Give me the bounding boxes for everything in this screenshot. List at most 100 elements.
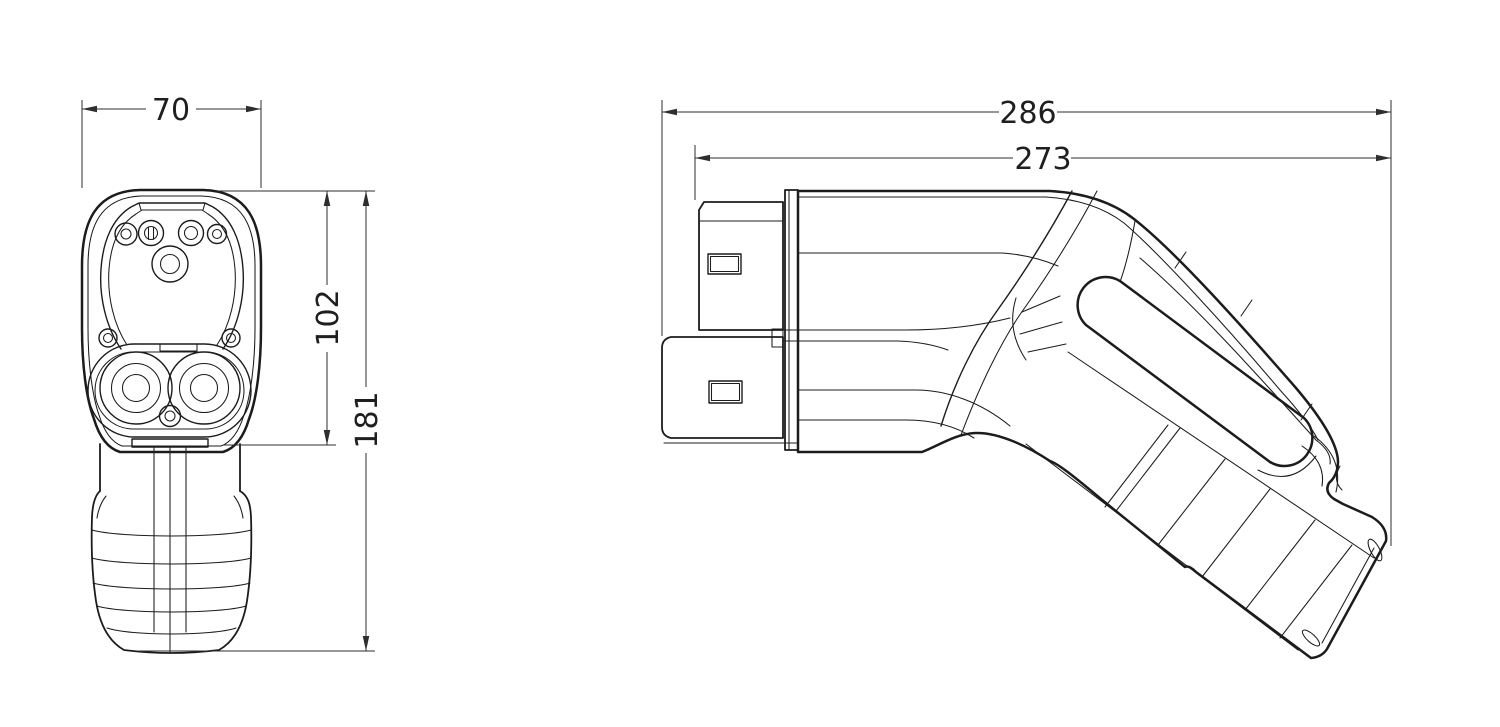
oval-outer xyxy=(99,202,245,350)
pin-circle xyxy=(178,362,230,414)
body-top-inner-line xyxy=(797,196,1319,441)
extension-line xyxy=(81,100,262,188)
rib-line xyxy=(106,627,237,635)
bottom-bar xyxy=(131,438,209,448)
nose-upper-tip xyxy=(698,201,784,331)
handle-opening xyxy=(1076,251,1339,493)
rib-line xyxy=(1115,427,1181,512)
pin-key-slot xyxy=(147,226,155,241)
signal-pins xyxy=(114,219,228,247)
pin-circle xyxy=(167,351,241,425)
body-silhouette xyxy=(796,189,1388,660)
screw-circle xyxy=(225,332,237,344)
blend-arc xyxy=(1012,297,1027,361)
grip-outline xyxy=(90,490,253,654)
arrowhead xyxy=(246,105,261,113)
latch-window-inner xyxy=(710,382,741,402)
screw-circle xyxy=(98,328,118,348)
cable-boot xyxy=(1025,351,1383,651)
screw-circle xyxy=(221,328,241,348)
dimension-value: 181 xyxy=(350,391,385,448)
ground-pin xyxy=(158,404,182,428)
dimension-value: 286 xyxy=(999,96,1056,131)
pin-circle xyxy=(206,223,228,245)
latch-bump xyxy=(771,328,784,348)
pin-circle xyxy=(151,245,189,283)
pin-circle xyxy=(189,373,219,403)
handle-hole xyxy=(1076,275,1314,468)
tip-outline xyxy=(698,201,784,331)
grip-ribs xyxy=(91,529,252,635)
arrowhead xyxy=(362,191,370,206)
dimension-body-length: 273 xyxy=(694,142,1391,200)
dc-stadium-inner xyxy=(94,351,245,430)
shell-line xyxy=(782,340,949,351)
latch-window xyxy=(707,253,742,275)
blend-rosette xyxy=(1012,295,1067,361)
rib-line xyxy=(1201,488,1271,578)
pin-circle xyxy=(114,222,138,246)
boot-ribs xyxy=(1104,424,1353,639)
front-upper-inlet xyxy=(99,202,245,350)
dimension-face-height: 102 xyxy=(223,191,346,446)
pin-circle xyxy=(211,228,223,240)
outline-outer xyxy=(80,188,263,454)
pin-circle xyxy=(177,219,205,247)
neck-edges xyxy=(99,443,241,492)
pin-circle xyxy=(137,219,165,247)
dimension-value: 102 xyxy=(311,289,346,346)
rib-line xyxy=(91,529,252,537)
rib-line xyxy=(96,605,247,613)
outline-inner xyxy=(87,195,256,447)
arrowhead xyxy=(695,154,710,162)
arrowhead xyxy=(662,108,677,116)
front-view: 70 102 181 xyxy=(80,93,385,654)
arrowhead xyxy=(323,430,331,445)
latch-window xyxy=(708,380,743,404)
corner-crease xyxy=(1119,220,1136,283)
front-seam-line xyxy=(940,190,1073,427)
dimension-overall-length: 286 xyxy=(661,96,1392,546)
boot-notch-line xyxy=(1335,465,1343,491)
screw-circle xyxy=(102,332,114,344)
dimension-overall-height: 181 xyxy=(139,191,385,652)
tip-outline xyxy=(661,336,784,439)
center-pin xyxy=(151,245,189,283)
screw-bosses xyxy=(98,328,241,348)
handle-parallel-line xyxy=(1139,257,1331,465)
boot-corner-detail xyxy=(1301,629,1321,647)
dimension-width: 70 xyxy=(81,93,262,188)
rib-line xyxy=(1244,519,1316,611)
side-view: 286 273 xyxy=(661,96,1392,660)
shell-line xyxy=(782,317,1011,331)
cable-lines xyxy=(153,446,187,654)
pin-circle xyxy=(110,362,162,414)
dimension-value: 70 xyxy=(152,93,190,128)
pin-circle xyxy=(120,228,132,240)
front-seam-line xyxy=(960,190,1098,436)
blend-line xyxy=(1027,343,1067,353)
arrowhead xyxy=(1376,108,1391,116)
boot-axis-line xyxy=(1025,443,1299,651)
boot-corner-detail xyxy=(1367,538,1383,562)
shell-line xyxy=(797,252,1059,267)
arrowhead xyxy=(323,191,331,206)
shell-line xyxy=(797,419,975,439)
pin-circle xyxy=(159,253,181,275)
handle-cap-arc xyxy=(1257,455,1317,477)
rib-line xyxy=(1279,544,1353,639)
collar-lines xyxy=(784,189,799,453)
extension-line xyxy=(661,100,1392,546)
dimension-value: 273 xyxy=(1014,142,1071,177)
grip-flare-line xyxy=(96,495,244,519)
latch-window-inner xyxy=(709,255,740,273)
rib-line xyxy=(1157,458,1226,546)
boot-endface-inner xyxy=(1321,547,1375,644)
pin-circle xyxy=(143,225,159,241)
rib-line xyxy=(1104,424,1169,508)
pin-circle xyxy=(99,351,173,425)
pin-circle xyxy=(121,373,151,403)
front-dc-section xyxy=(87,343,252,448)
